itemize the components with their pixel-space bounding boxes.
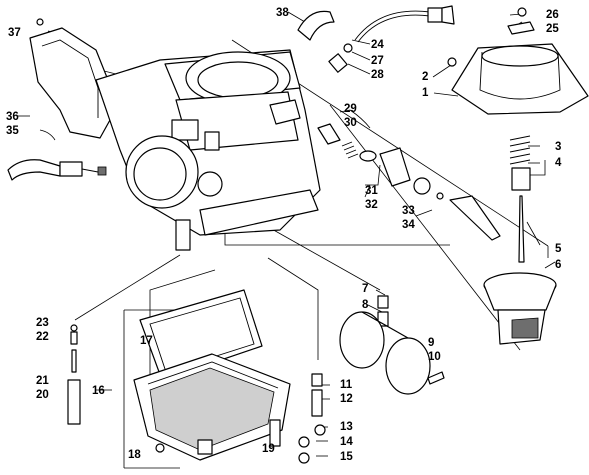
throttle-cable — [7, 159, 107, 181]
callout-18: 18 — [128, 449, 141, 461]
top-cover — [447, 43, 589, 115]
callout-25: 25 — [546, 23, 559, 35]
callout-32: 32 — [365, 199, 378, 211]
choke-cable — [328, 5, 455, 73]
callout-12: 12 — [340, 393, 353, 405]
float-pin-screw — [377, 295, 389, 327]
callout-35: 35 — [6, 125, 19, 137]
float-assembly — [339, 311, 445, 395]
callout-14: 14 — [340, 436, 353, 448]
callout-22: 22 — [36, 331, 49, 343]
callout-11: 11 — [340, 379, 353, 391]
callout-1: 1 — [422, 87, 429, 99]
callout-8: 8 — [362, 299, 369, 311]
callout-33: 33 — [402, 205, 415, 217]
carburetor-body — [95, 49, 321, 251]
callout-24: 24 — [371, 39, 384, 51]
callout-16: 16 — [92, 385, 105, 397]
drain-fittings — [298, 424, 326, 464]
callout-labels: 37 38 24 27 28 26 25 2 1 36 35 29 30 3 4… — [6, 7, 562, 463]
callout-28: 28 — [371, 69, 384, 81]
callout-34: 34 — [402, 219, 415, 231]
callout-7: 7 — [362, 283, 368, 295]
callout-31: 31 — [365, 185, 378, 197]
callout-23: 23 — [36, 317, 49, 329]
callout-29: 29 — [344, 103, 357, 115]
callout-10: 10 — [428, 351, 441, 363]
callout-4: 4 — [555, 157, 562, 169]
callout-30: 30 — [344, 117, 357, 129]
bowl-screws — [155, 419, 281, 453]
top-cap-fitting — [507, 7, 535, 35]
callout-27: 27 — [371, 55, 384, 67]
callout-6: 6 — [555, 259, 561, 271]
callout-9: 9 — [428, 337, 434, 349]
callout-21: 21 — [36, 375, 49, 387]
callout-19: 19 — [262, 443, 275, 455]
bowl-gasket — [139, 289, 263, 381]
float-bowl — [133, 353, 291, 461]
throttle-slide — [483, 272, 557, 345]
callout-3: 3 — [555, 141, 561, 153]
callout-36: 36 — [6, 111, 19, 123]
main-jet-stack — [311, 373, 323, 417]
vent-hose — [297, 10, 335, 41]
callout-13: 13 — [340, 421, 353, 433]
callout-15: 15 — [340, 451, 353, 463]
callout-2: 2 — [422, 71, 428, 83]
callout-20: 20 — [36, 389, 49, 401]
callout-37: 37 — [8, 27, 21, 39]
callout-26: 26 — [546, 9, 559, 21]
callout-5: 5 — [555, 243, 562, 255]
slide-spring — [509, 135, 531, 263]
callout-38: 38 — [276, 7, 289, 19]
pilot-jet-parts — [67, 324, 81, 425]
callout-17: 17 — [140, 335, 153, 347]
throttle-cover — [29, 18, 111, 139]
pilot-screw-assembly — [317, 123, 501, 241]
